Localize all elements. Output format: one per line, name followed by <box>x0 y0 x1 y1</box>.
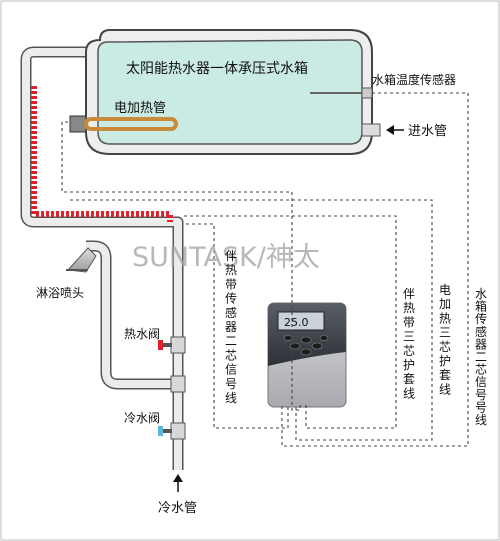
heater-power-wire <box>70 199 433 441</box>
watermark: SUNTASK/神太 <box>132 242 320 273</box>
heat-band-power-wire <box>184 215 397 429</box>
cold-inlet-arrow-icon <box>173 474 183 492</box>
shower-pipe <box>86 240 178 390</box>
electric-heater-icon <box>69 115 178 133</box>
tank-sensor-label: 水箱温度传感器 <box>372 72 456 87</box>
tee-fitting <box>170 375 186 393</box>
controller-display-value: 25.0 <box>284 316 309 329</box>
hot-valve-label: 热水阀 <box>124 327 160 341</box>
cold-valve-icon <box>158 422 186 440</box>
heater-label: 电加热管 <box>114 101 166 116</box>
cold-pipe-label: 冷水管 <box>158 501 197 516</box>
hot-water-pipe <box>20 46 184 470</box>
controller-buttons <box>283 335 329 356</box>
cold-valve-label: 冷水阀 <box>124 411 160 425</box>
inlet-stub <box>361 123 381 137</box>
heat-tracing-band <box>31 86 173 222</box>
heat-band-signal-label: 伴热带传感器二芯信号线 <box>225 249 237 405</box>
heater-cable-label: 电加热三芯护套线 <box>439 283 451 396</box>
signal-wires <box>61 92 469 447</box>
tank-sensor-signal-label: 水箱传感器二芯信号号线 <box>475 287 487 427</box>
shower-label: 淋浴喷头 <box>36 286 84 300</box>
tank-sensor-wire <box>281 92 469 447</box>
hot-valve-icon <box>158 336 186 354</box>
heat-band-cable-label: 伴热带三芯护套线 <box>403 287 415 400</box>
tank-title: 太阳能热水器一体承压式水箱 <box>126 61 308 77</box>
inlet-arrow-icon <box>386 125 404 135</box>
controller-display <box>277 311 325 331</box>
shower-head-icon <box>66 247 97 273</box>
heater-wire <box>61 121 301 411</box>
heat-band-sensor-wire <box>186 223 289 429</box>
inlet-label: 进水管 <box>408 124 447 139</box>
controller-unit: 25.0 <box>267 302 347 408</box>
